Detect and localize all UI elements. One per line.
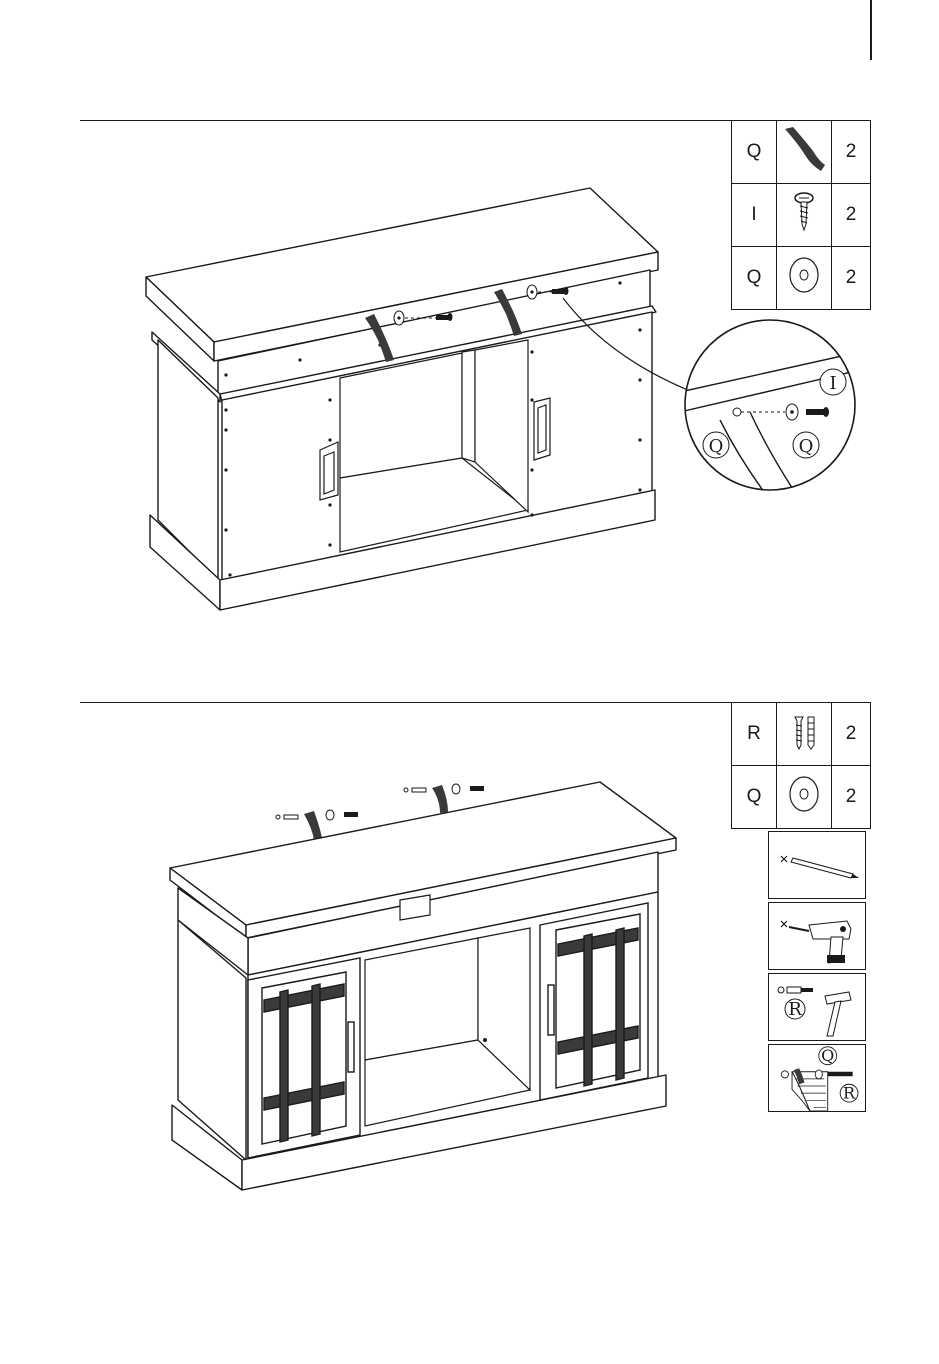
hammer-label: R — [788, 999, 802, 1020]
pencil-tool — [768, 831, 866, 899]
wall-mount-tool: Q R — [768, 1044, 866, 1112]
hammer-tool: R — [768, 973, 866, 1041]
anchor-screw-icon — [777, 703, 832, 766]
part-qty: 2 — [832, 703, 871, 766]
drill-tool — [768, 902, 866, 970]
callout-label-washer: Q — [799, 436, 814, 457]
callout-label-strap: Q — [709, 436, 724, 457]
callout-label-screw: I — [829, 373, 836, 394]
part-qty: 2 — [832, 766, 871, 829]
washer-icon — [777, 766, 832, 829]
parts-row: Q 2 — [732, 766, 871, 829]
step2-parts-table: R 2 Q 2 — [731, 702, 871, 829]
wall-mount-label-bottom: R — [843, 1084, 856, 1103]
wall-mount-label-top: Q — [821, 1046, 834, 1065]
part-letter: R — [732, 703, 777, 766]
page-edge-marker — [870, 0, 872, 60]
drill-icon — [769, 903, 865, 969]
step1-cabinet-illustration: I Q Q — [130, 175, 875, 615]
part-letter: Q — [732, 766, 777, 829]
step2-cabinet-illustration — [160, 775, 680, 1195]
wall-mount-icon: Q R — [769, 1045, 865, 1111]
parts-row: R 2 — [732, 703, 871, 766]
pencil-icon — [769, 832, 865, 898]
hammer-icon: R — [769, 974, 865, 1040]
